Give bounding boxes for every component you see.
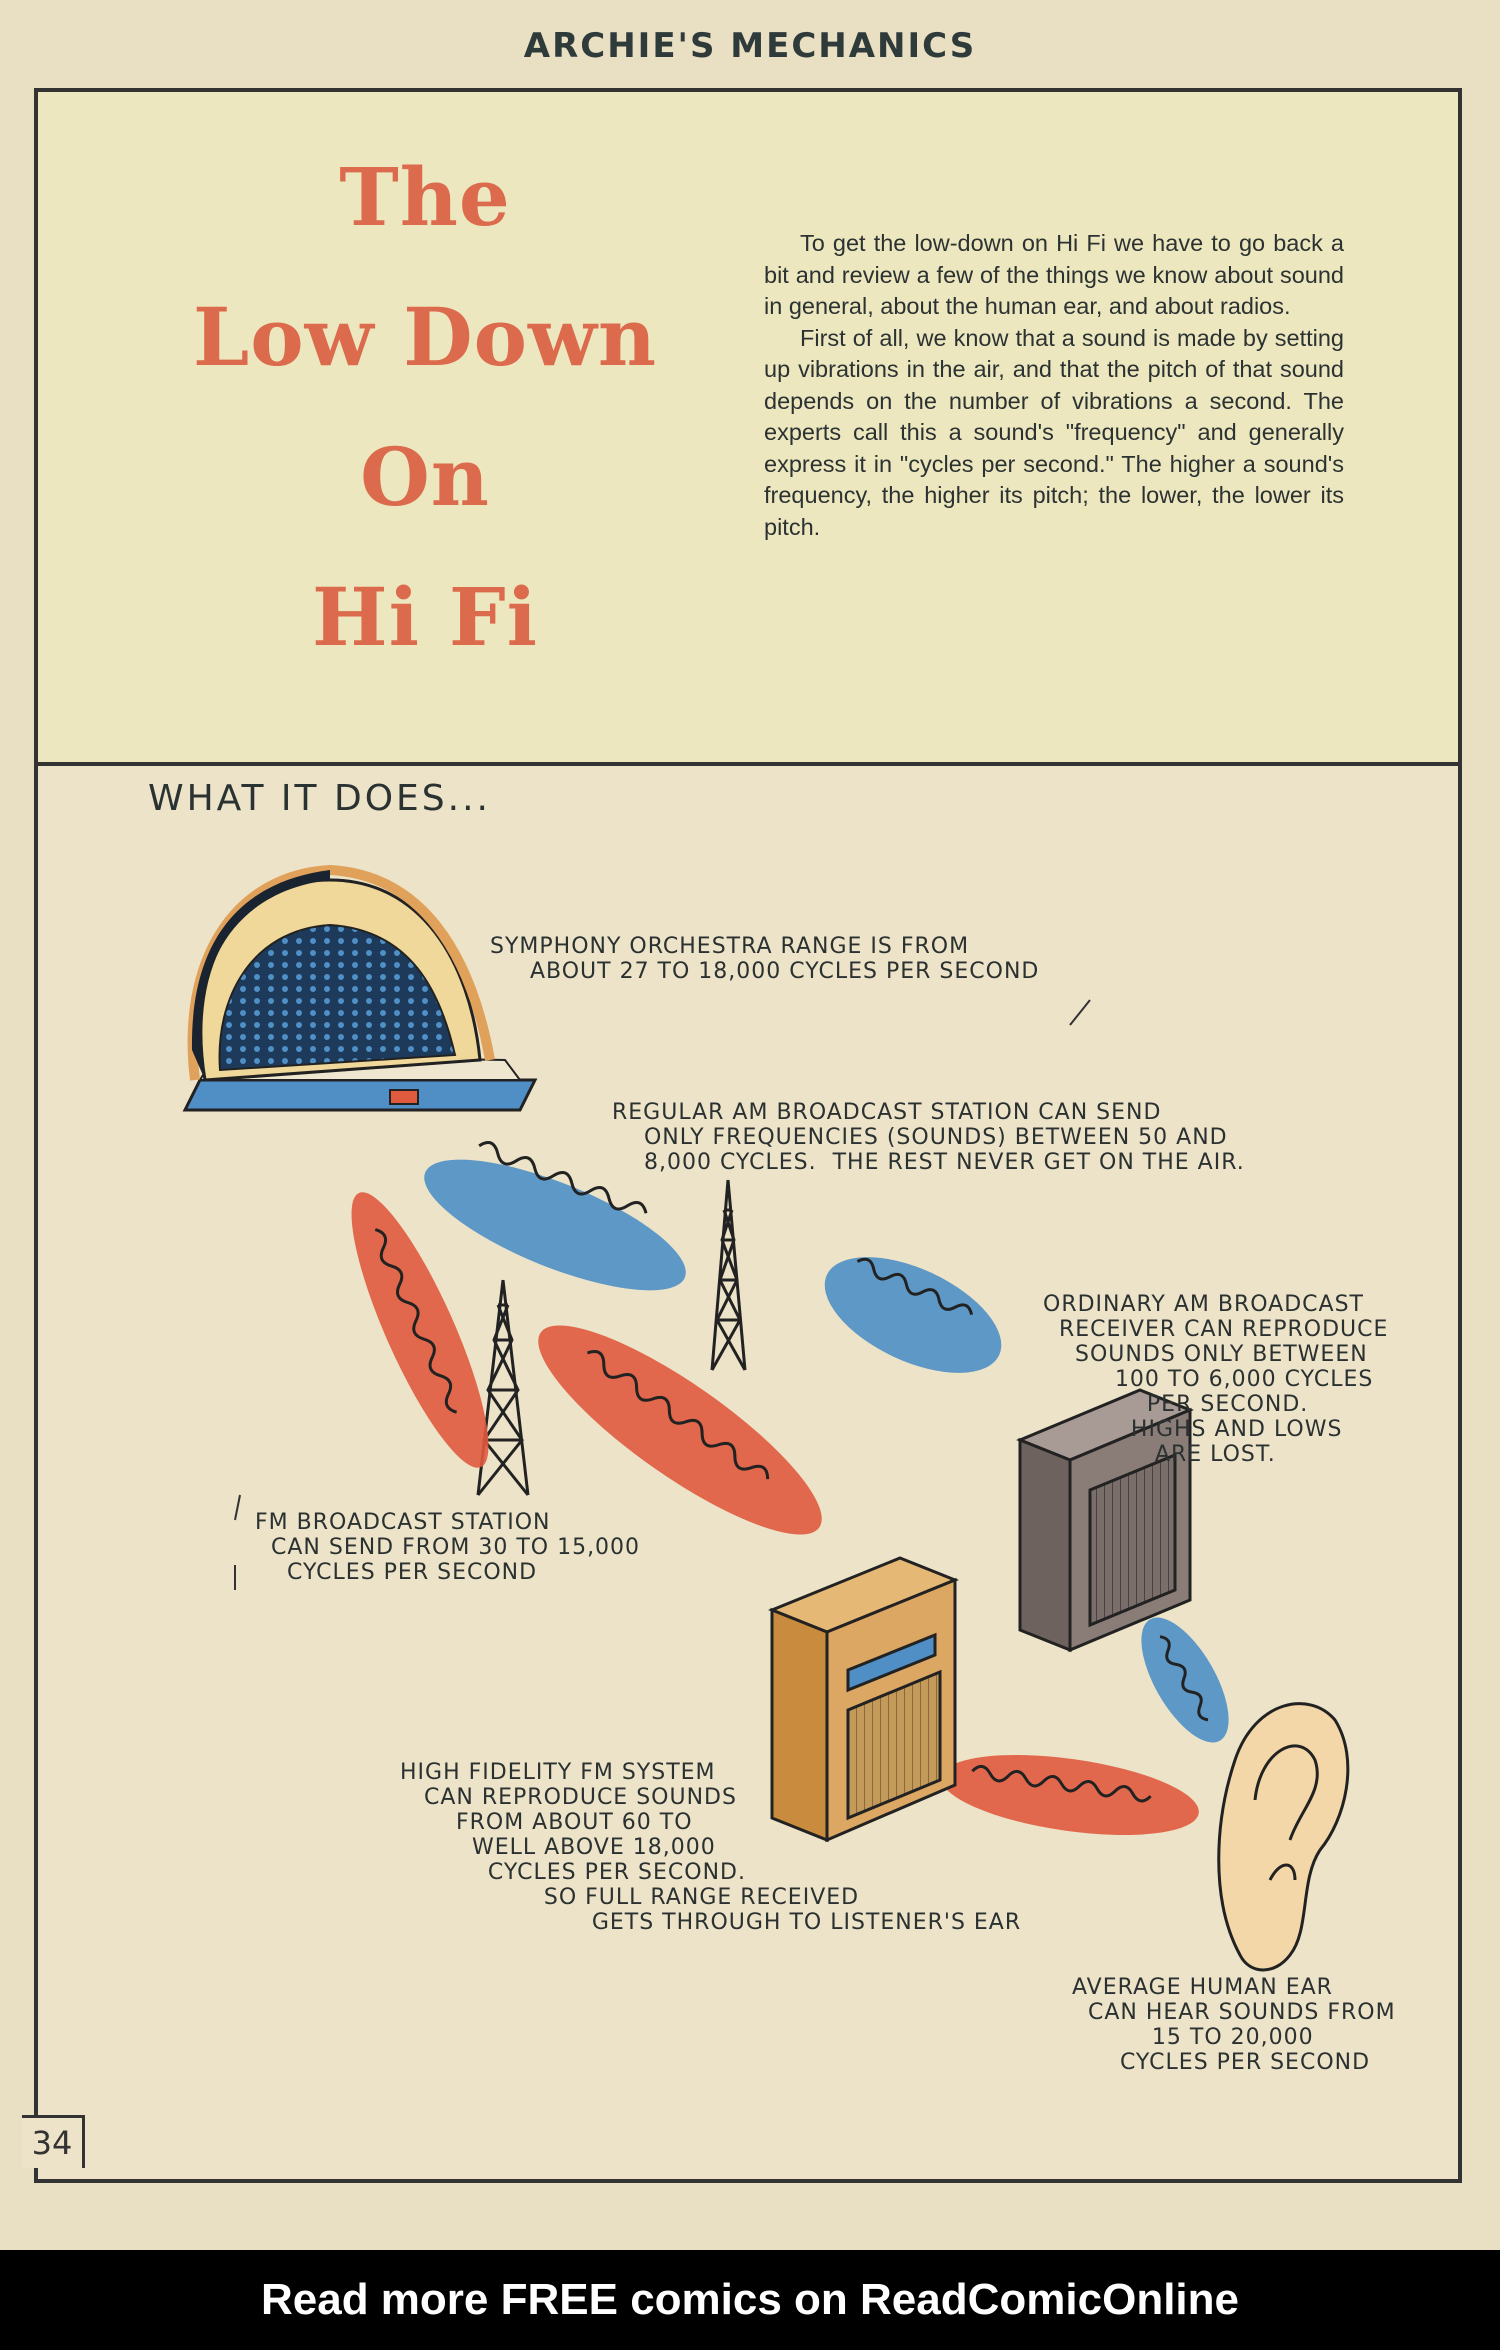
hifi-diagram-illustration (182, 864, 1350, 1972)
wave-am-right (824, 1257, 1002, 1373)
title-line-2: Low Down (192, 290, 658, 384)
wave-hifi-to-ear (941, 1755, 1199, 1835)
wave-am-to-ear (1141, 1617, 1229, 1743)
human-ear-icon (1217, 1702, 1350, 1972)
am-receiver-icon (1016, 1388, 1194, 1653)
caption-pointer-lines (234, 999, 1091, 1590)
wave-fm-left (351, 1192, 489, 1468)
orchestra-shell-icon (182, 864, 538, 1112)
page-header: ARCHIE'S MECHANICS (523, 26, 977, 66)
intro-text: To get the low-down on Hi Fi we have to … (764, 228, 1344, 543)
caption-human-ear: AVERAGE HUMAN EAR CAN HEAR SOUNDS FROM 1… (1072, 1975, 1396, 2075)
title-line-4: Hi Fi (311, 570, 538, 664)
caption-orchestra: SYMPHONY ORCHESTRA RANGE IS FROM ABOUT 2… (490, 934, 1040, 984)
fm-tower-icon (476, 1279, 530, 1496)
wave-fm-center (538, 1325, 822, 1535)
caption-fm-station: FM BROADCAST STATION CAN SEND FROM 30 TO… (255, 1510, 641, 1585)
hifi-receiver-icon (767, 1556, 960, 1843)
section-heading: WHAT IT DOES... (148, 778, 491, 819)
intro-paragraph: First of all, we know that a sound is ma… (764, 324, 1344, 540)
title-line-3: On (360, 430, 490, 524)
caption-am-station: REGULAR AM BROADCAST STATION CAN SEND ON… (612, 1100, 1245, 1175)
am-tower-icon (710, 1179, 747, 1371)
title-line-1: The (339, 150, 511, 244)
promo-footer-link[interactable]: Read more FREE comics on ReadComicOnline (0, 2250, 1500, 2350)
caption-hifi-system: HIGH FIDELITY FM SYSTEM CAN REPRODUCE SO… (400, 1760, 1022, 1935)
title-panel (38, 92, 1458, 766)
page-number: 34 (22, 2115, 85, 2168)
intro-paragraph: To get the low-down on Hi Fi we have to … (764, 230, 1344, 319)
wave-am-upper (424, 1141, 686, 1291)
caption-am-receiver: ORDINARY AM BROADCAST RECEIVER CAN REPRO… (1043, 1292, 1389, 1467)
